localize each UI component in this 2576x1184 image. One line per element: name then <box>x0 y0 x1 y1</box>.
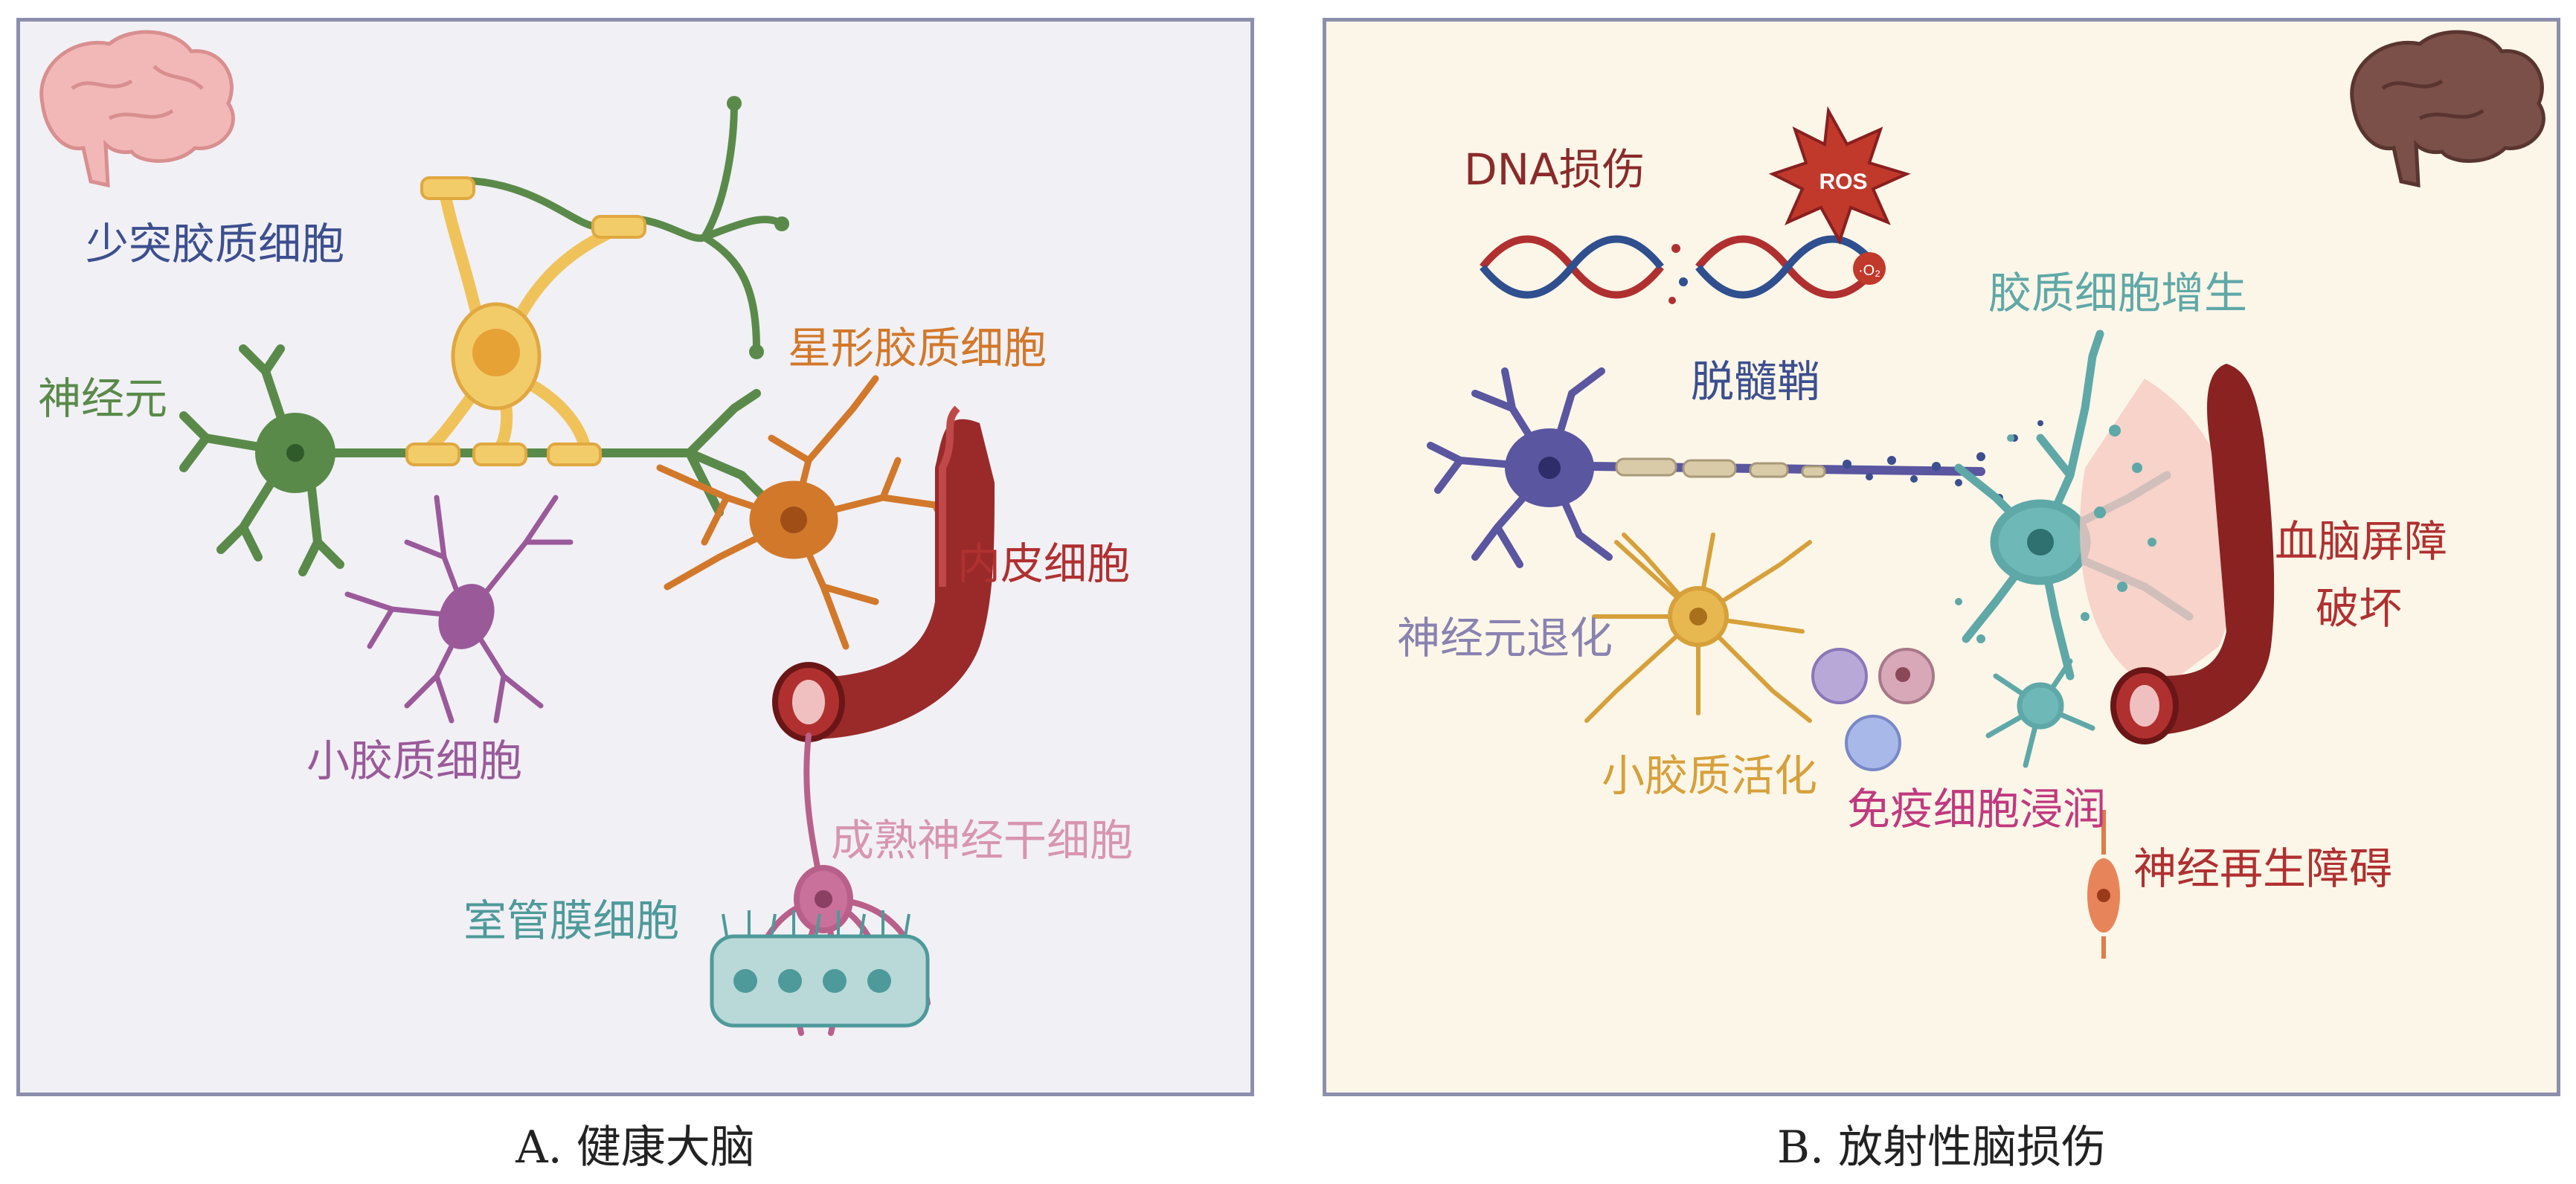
label-gliosis: 胶质细胞增生 <box>1988 268 2248 318</box>
microglia-cell <box>344 495 574 724</box>
healthy-brain-illustration <box>39 30 995 1036</box>
caption-panel-a: A. 健康大脑 <box>515 1122 755 1174</box>
small-reactive-astrocyte <box>1985 658 2095 768</box>
label-neural-stem-cell: 成熟神经干细胞 <box>831 815 1134 866</box>
label-demyelination: 脱髓鞘 <box>1691 356 1821 407</box>
label-dna-damage: DNA损伤 <box>1464 144 1645 195</box>
ependymal-cells <box>710 910 930 1028</box>
dna-helix-icon <box>1480 235 1880 304</box>
ros-text: ROS <box>1819 170 1867 194</box>
radiation-injury-illustration: ROS ·O₂ <box>1427 30 2546 959</box>
label-regeneration-impairment: 神经再生障碍 <box>2133 843 2393 894</box>
damaged-blood-vessel <box>2080 364 2275 744</box>
label-microglia-activation: 小胶质活化 <box>1602 750 1818 801</box>
label-microglia: 小胶质细胞 <box>306 736 523 786</box>
activated-microglia <box>1584 533 1812 723</box>
label-ependymal: 室管膜细胞 <box>463 895 680 946</box>
panel-healthy-brain: 少突胶质细胞 神经元 星形胶质细胞 内皮细胞 小胶质细胞 成熟神经干细胞 室管膜… <box>16 18 1254 1096</box>
ros-burst-icon <box>1768 106 1911 285</box>
myelin-fragments <box>1615 457 1826 478</box>
caption-panel-b: B. 放射性脑损伤 <box>1776 1122 2107 1174</box>
label-oligodendrocyte: 少突胶质细胞 <box>86 219 345 269</box>
o2-text: ·O₂ <box>1858 263 1880 279</box>
label-astrocyte: 星形胶质细胞 <box>788 323 1047 373</box>
immune-cells <box>1811 648 1935 771</box>
label-neuro-degeneration: 神经元退化 <box>1397 613 1613 663</box>
label-immune-infiltration: 免疫细胞浸润 <box>1847 784 2107 834</box>
oligodendrocyte-cell <box>405 96 789 466</box>
label-bbb-line1: 血脑屏障 <box>2275 516 2448 567</box>
panel-radiation-brain-injury: ROS ·O₂ <box>1323 18 2560 1096</box>
label-endothelial: 内皮细胞 <box>957 538 1131 589</box>
astrocyte-cell <box>656 375 954 650</box>
label-neuron: 神经元 <box>38 373 168 424</box>
leaking-particles <box>1955 425 2156 643</box>
brain-icon-healthy <box>39 30 235 188</box>
label-bbb-line2: 破坏 <box>2316 583 2403 634</box>
brain-icon-damaged <box>2350 30 2546 188</box>
impaired-progenitor-cell <box>2087 810 2120 959</box>
